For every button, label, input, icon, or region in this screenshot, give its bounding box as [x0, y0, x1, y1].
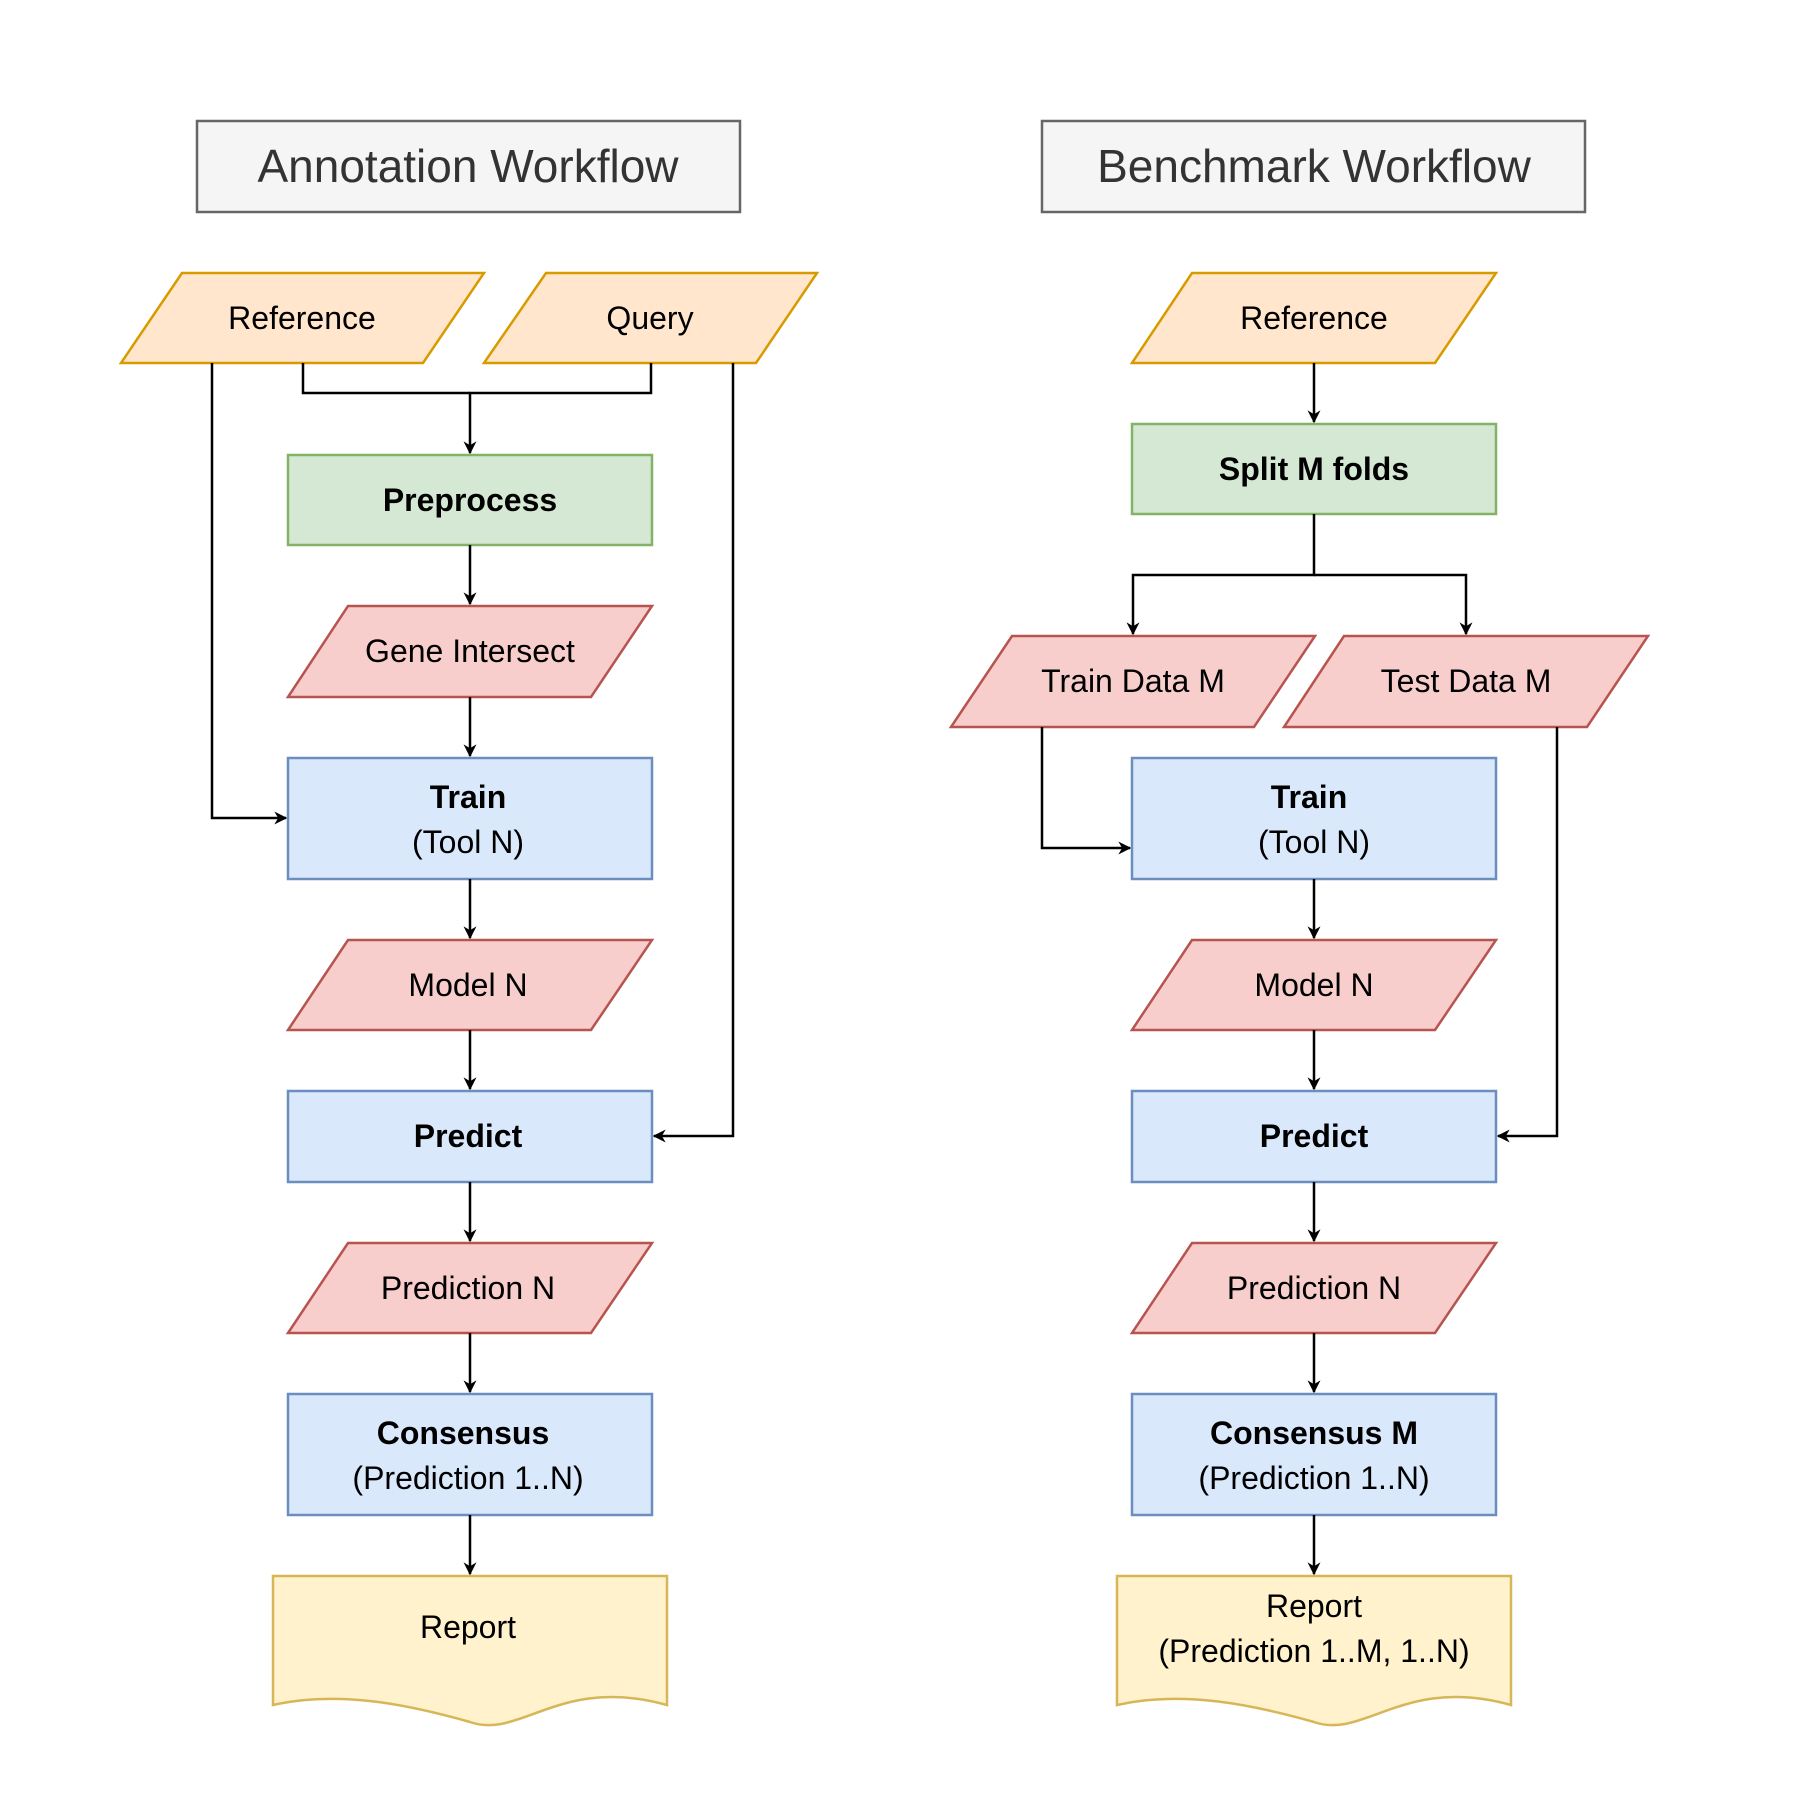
annotation-train-subtitle: (Tool N): [412, 824, 524, 860]
edge-query-to-predict: [652, 363, 735, 1143]
benchmark-prediction-label: Prediction N: [1227, 1270, 1401, 1306]
benchmark-test-data-label: Test Data M: [1381, 663, 1552, 699]
annotation-model-label: Model N: [408, 967, 527, 1003]
benchmark-prediction-node: [1129, 1241, 1499, 1335]
annotation-prediction-label: Prediction N: [381, 1270, 555, 1306]
annotation-train-title: Train: [430, 779, 506, 815]
benchmark-test-data-node: [1281, 634, 1651, 729]
annotation-report-node: [271, 1574, 669, 1727]
annotation-report-label: Report: [420, 1609, 516, 1645]
edge-query-to-preprocess: [463, 363, 653, 455]
annotation-gene-intersect-label: Gene Intersect: [365, 633, 575, 669]
edge-test-data-to-predict: [1496, 727, 1559, 1143]
annotation-train-node: [286, 756, 654, 881]
annotation-consensus-title: Consensus: [377, 1415, 549, 1451]
benchmark-train-title: Train: [1271, 779, 1347, 815]
annotation-title-box: [195, 119, 742, 214]
edge-split-to-test-data: [1314, 573, 1473, 636]
benchmark-reference-label: Reference: [1240, 300, 1388, 336]
annotation-query-label: Query: [606, 300, 693, 336]
edge-train-data-to-train: [1040, 727, 1132, 855]
benchmark-consensus-node: [1130, 1392, 1498, 1517]
benchmark-consensus-subtitle: (Prediction 1..N): [1198, 1460, 1429, 1496]
annotation-title: Annotation Workflow: [257, 140, 679, 192]
annotation-prediction-node: [285, 1241, 655, 1335]
annotation-query-node: [481, 271, 820, 365]
benchmark-report-title: Report: [1266, 1588, 1362, 1624]
benchmark-model-node: [1129, 938, 1499, 1032]
benchmark-train-node: [1130, 756, 1498, 881]
annotation-reference-label: Reference: [228, 300, 376, 336]
benchmark-report-subtitle: (Prediction 1..M, 1..N): [1158, 1633, 1469, 1669]
benchmark-title: Benchmark Workflow: [1097, 140, 1532, 192]
benchmark-model-label: Model N: [1254, 967, 1373, 1003]
benchmark-workflow: Benchmark Workflow Reference Split M fol…: [948, 119, 1651, 1727]
annotation-preprocess-label: Preprocess: [383, 482, 557, 518]
benchmark-split-node: [1130, 422, 1498, 516]
benchmark-reference-node: [1129, 271, 1499, 365]
annotation-predict-node: [286, 1089, 654, 1184]
benchmark-train-data-node: [948, 634, 1318, 729]
benchmark-report-node: [1115, 1574, 1513, 1727]
benchmark-split-label: Split M folds: [1219, 451, 1409, 487]
annotation-consensus-subtitle: (Prediction 1..N): [352, 1460, 583, 1496]
annotation-model-node: [285, 938, 655, 1032]
edge-reference-to-train: [210, 363, 288, 825]
benchmark-train-data-label: Train Data M: [1041, 663, 1225, 699]
edge-split-to-train-data: [1126, 514, 1316, 636]
annotation-predict-label: Predict: [414, 1118, 523, 1154]
annotation-consensus-node: [286, 1392, 654, 1517]
edge-reference-to-preprocess: [301, 363, 470, 395]
annotation-gene-intersect-node: [285, 604, 655, 699]
benchmark-predict-node: [1130, 1089, 1498, 1184]
benchmark-consensus-title: Consensus M: [1210, 1415, 1418, 1451]
benchmark-predict-label: Predict: [1260, 1118, 1369, 1154]
annotation-workflow: Annotation Workflow Reference Query Prep…: [118, 119, 820, 1727]
benchmark-train-subtitle: (Tool N): [1258, 824, 1370, 860]
benchmark-title-box: [1040, 119, 1587, 214]
annotation-reference-node: [118, 271, 487, 365]
